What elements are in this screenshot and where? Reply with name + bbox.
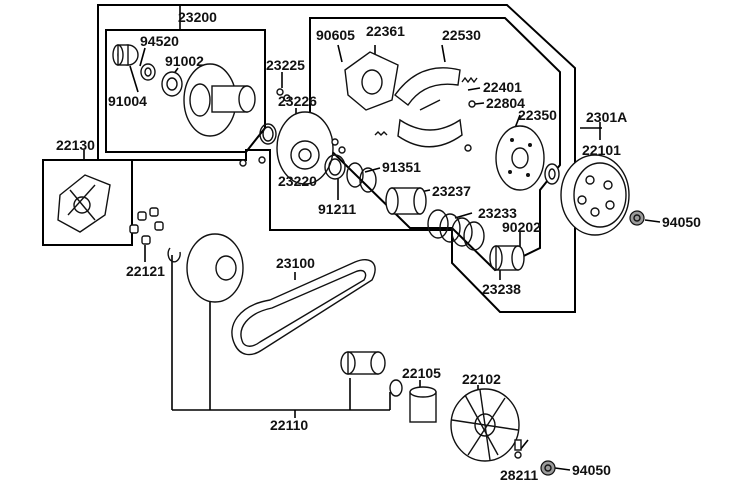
- label-91211: 91211: [318, 201, 356, 217]
- ramp-plate-23220-part: [276, 111, 334, 185]
- label-91004: 91004: [108, 93, 147, 109]
- clutch-plate-22361-part: [344, 51, 399, 111]
- label-94050-upper: 94050: [662, 214, 701, 230]
- clutch-shoes-22530-part: [394, 67, 463, 148]
- label-94050-lower: 94050: [572, 462, 611, 478]
- label-22110: 22110: [270, 417, 308, 433]
- small-springs-part: [374, 131, 472, 152]
- roller-weights-22121-part: [129, 207, 164, 245]
- label-22130: 22130: [56, 137, 95, 153]
- sleeve-23237-part: [385, 187, 427, 215]
- label-22361: 22361: [366, 23, 405, 39]
- label-23100: 23100: [276, 255, 315, 271]
- label-91351: 91351: [382, 159, 421, 175]
- label-2301A: 2301A: [586, 109, 627, 125]
- label-22121: 22121: [126, 263, 165, 279]
- label-22102: 22102: [462, 371, 501, 387]
- collar-22105-part: [340, 351, 386, 375]
- circlip-part: [167, 247, 181, 263]
- drive-belt-23100-part: [231, 259, 376, 356]
- label-23237: 23237: [432, 183, 471, 199]
- small-bolts-part: [239, 138, 346, 167]
- movable-drive-face-part: [183, 63, 256, 137]
- label-23200: 23200: [178, 9, 217, 25]
- clutch-bell-22101-part: [560, 154, 630, 236]
- label-22101: 22101: [582, 142, 621, 158]
- sleeve-22105-part: [409, 386, 437, 423]
- spring-rings-23233-part: [427, 209, 485, 251]
- spring-22401-part: [461, 76, 478, 84]
- label-23238: 23238: [482, 281, 521, 297]
- clutch-driven-plate-22350-part: [495, 125, 545, 191]
- fixed-drive-face-part: [186, 233, 244, 303]
- label-23226: 23226: [278, 93, 317, 109]
- small-bolt-23225-part: [276, 88, 291, 102]
- pin-22804-part: [468, 100, 476, 108]
- label-22530: 22530: [442, 27, 481, 43]
- part-labels: 23200 94520 91002 91004 23225 23226 2322…: [56, 9, 701, 483]
- label-22401: 22401: [483, 79, 522, 95]
- label-22804: 22804: [486, 95, 525, 111]
- clutch-assembly-frame: [309, 17, 561, 272]
- label-91002: 91002: [165, 53, 204, 69]
- bushing-part: [112, 44, 139, 66]
- label-22105: 22105: [402, 365, 441, 381]
- washer-part: [389, 379, 403, 397]
- label-94520: 94520: [140, 33, 179, 49]
- nut-94050-lower-part: [540, 460, 556, 476]
- nut-90202-part: [544, 163, 560, 185]
- movable-drive-frame: [105, 29, 266, 153]
- label-23225: 23225: [266, 57, 305, 73]
- oring-91351-part: [346, 162, 377, 193]
- collar-23238-part: [489, 245, 525, 271]
- bearing-91002-part: [161, 71, 183, 97]
- label-90605: 90605: [316, 27, 355, 43]
- fan-22130-part: [57, 174, 111, 233]
- seal-91211-part: [324, 154, 346, 180]
- washer-94520-part: [140, 63, 156, 81]
- label-23220: 23220: [278, 173, 317, 189]
- label-22350: 22350: [518, 107, 557, 123]
- bolt-28211-part: [514, 439, 522, 459]
- oring-part: [259, 123, 277, 145]
- label-23233: 23233: [478, 205, 517, 221]
- nut-94050-upper-part: [629, 210, 645, 226]
- fan-group-frame: [42, 159, 133, 246]
- cooling-fan-22102-part: [450, 388, 520, 462]
- label-28211: 28211: [500, 467, 538, 483]
- label-90202: 90202: [502, 219, 541, 235]
